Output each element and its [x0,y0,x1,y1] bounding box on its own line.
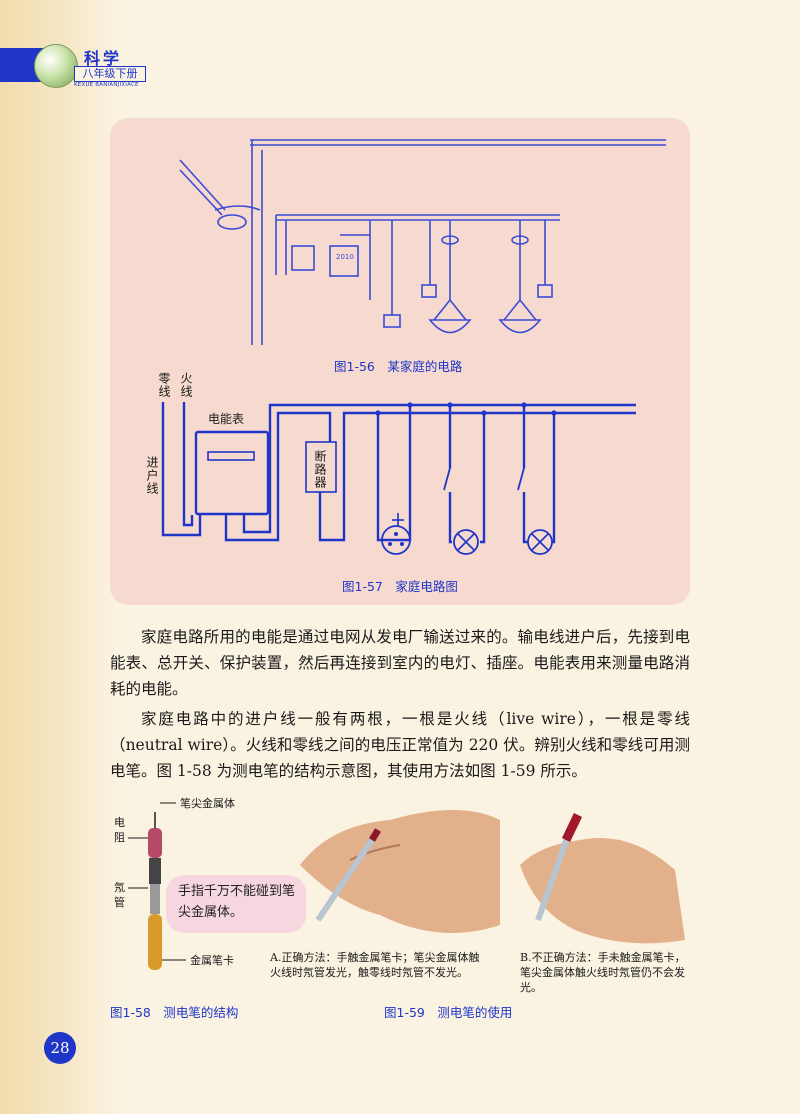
meter-reading: 2010 [336,253,354,261]
warning-bubble: 手指千万不能碰到笔尖金属体。 [166,875,306,933]
tip-metal-label: 笔尖金属体 [180,797,235,810]
paragraph-1: 家庭电路所用的电能是通过电网从发电厂输送过来的。输电线进户后，先接到电能表、总开… [110,628,690,698]
figure-1-59-caption: 图1-59 测电笔的使用 [384,1005,513,1020]
incoming-wire-label: 进户线 [145,456,159,495]
meter-label: 电能表 [208,412,245,426]
grade-label: 八年级下册 [74,66,146,82]
neutral-wire-label: 零线 [157,372,171,398]
metal-clip-label: 金属笔卡 [190,954,234,967]
subject-title: 科学 [84,49,123,68]
page-number: 28 [44,1032,76,1064]
figure-1-57-caption: 图1-57 家庭电路图 [342,579,458,594]
figure-1-58-caption: 图1-58 测电笔的结构 [110,1005,239,1020]
breaker-label: 断路器 [313,450,327,489]
header-pinyin: KEXUE BANIANJIXIACE [74,82,139,88]
correct-method-text: A.正确方法：手触金属笔卡；笔尖金属体触火线时氖管发光，触零线时氖管不发光。 [270,951,480,979]
resistor-label: 电阻 [114,816,125,844]
page-margin-band [0,0,118,1114]
figure-1-56-caption: 图1-56 某家庭的电路 [334,359,463,374]
apple-logo-icon [34,44,78,88]
incorrect-method-text: B.不正确方法：手未触金属笔卡，笔尖金属体触火线时氖管仍不会发光。 [520,951,686,994]
live-wire-label: 火线 [179,372,193,398]
paragraph-2: 家庭电路中的进户线一般有两根，一根是火线（live wire），一根是零线（ne… [110,710,690,780]
neon-tube-label: 氖管 [114,881,125,909]
